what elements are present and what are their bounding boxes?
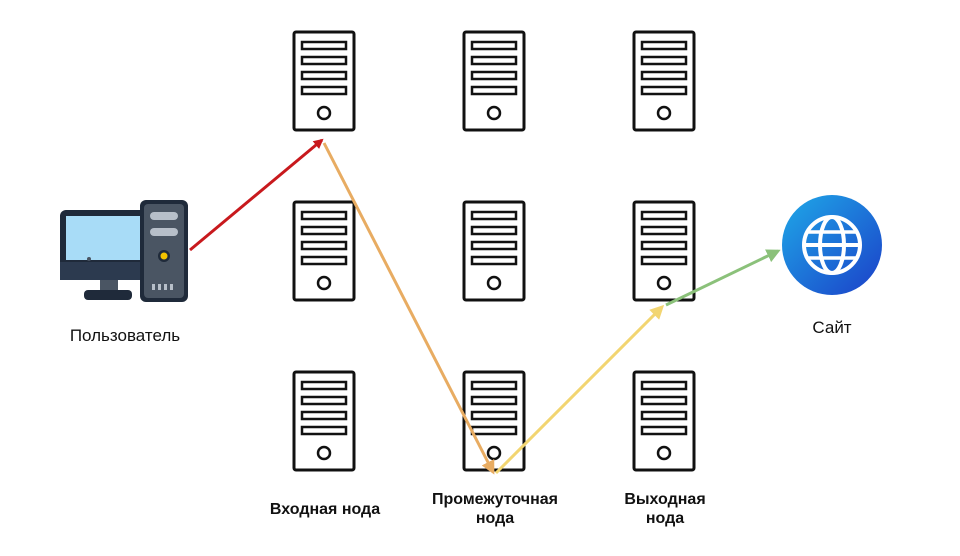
server-icon [462, 30, 526, 132]
server-icon [632, 370, 696, 472]
server-icon [292, 200, 356, 302]
server-icon [292, 30, 356, 132]
server-icon [632, 200, 696, 302]
middle-node-label-line2: нода [475, 510, 515, 527]
entry-node-label: Входная нода [269, 501, 381, 518]
exit-node-label-line2: нода [645, 510, 685, 527]
exit-node-label: Выходная нода [590, 490, 740, 528]
arrow-user-to-entry [189, 138, 324, 252]
exit-node-label-line1: Выходная [624, 491, 706, 508]
site-label: Сайт [812, 318, 852, 337]
middle-node-label: Промежуточная нода [405, 490, 585, 528]
middle-node-label-line1: Промежуточная [432, 491, 558, 508]
arrow-exit-to-site [665, 249, 781, 307]
server-icon [632, 30, 696, 132]
user-label: Пользователь [69, 326, 181, 345]
arrow-entry-to-middle [322, 142, 495, 475]
server-icon [292, 370, 356, 472]
globe-icon [782, 195, 882, 295]
arrow-middle-to-exit [494, 304, 665, 475]
server-icon [462, 200, 526, 302]
desktop-computer-icon [60, 200, 188, 302]
